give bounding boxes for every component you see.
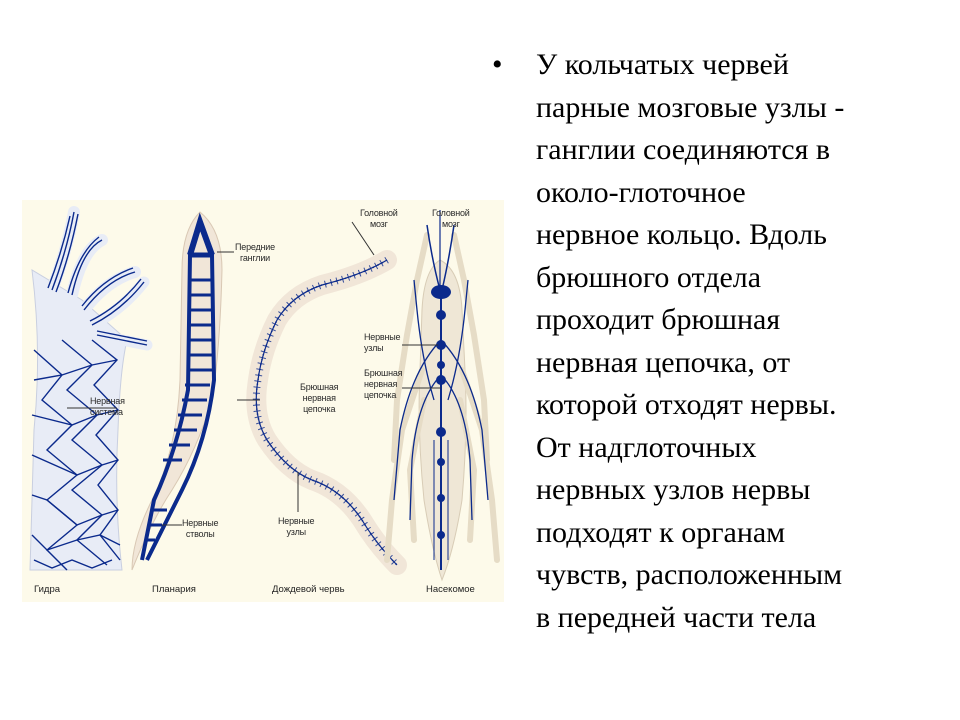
text-line: проходит брюшная bbox=[536, 303, 781, 336]
text-line: чувств, расположенным bbox=[536, 558, 843, 591]
text-line: нервная цепочка, от bbox=[536, 345, 791, 379]
caption-planaria: Планария bbox=[152, 584, 196, 595]
text-line: брюшного отдела bbox=[536, 260, 762, 294]
text-line: От надглоточных bbox=[536, 430, 757, 464]
label-planaria-front-ganglia: Передние ганглии bbox=[235, 242, 275, 263]
label-hydra-nervous-system: Нервная система bbox=[90, 396, 125, 417]
label-insect-nerve-nodes: Нервные узлы bbox=[364, 332, 401, 353]
text-line: У кольчатых червей bbox=[536, 48, 789, 81]
label-worm-nerve-nodes: Нервные узлы bbox=[278, 516, 315, 537]
insect-drawing bbox=[384, 210, 500, 582]
label-worm-brain: Головной мозг bbox=[360, 208, 398, 229]
caption-insect: Насекомое bbox=[426, 584, 475, 595]
caption-hydra: Гидра bbox=[34, 584, 61, 595]
text-line: нервное кольцо. Вдоль bbox=[536, 218, 827, 251]
text-line: подходят к органам bbox=[536, 515, 786, 549]
hydra-drawing bbox=[29, 206, 153, 571]
nervous-systems-figure: Нервная система Передние ганглии Нервные… bbox=[22, 200, 504, 602]
bullet-paragraph: У кольчатых червей парные мозговые узлы … bbox=[536, 44, 956, 639]
earthworm-drawing bbox=[237, 221, 407, 575]
text-line: ганглии соединяются в bbox=[536, 133, 831, 166]
label-insect-brain: Головной мозг bbox=[432, 208, 470, 229]
text-line: парные мозговые узлы - bbox=[536, 90, 845, 124]
caption-earthworm: Дождевой червь bbox=[272, 584, 345, 595]
nervous-systems-illustration bbox=[29, 206, 500, 582]
text-line: в передней части тела bbox=[536, 600, 817, 634]
label-worm-ventral-chain: Брюшная нервная цепочка bbox=[300, 382, 339, 414]
label-planaria-nerve-trunks: Нервные стволы bbox=[182, 518, 219, 539]
label-insect-ventral-chain: Брюшная нервная цепочка bbox=[364, 368, 403, 400]
text-line: которой отходят нервы. bbox=[536, 388, 837, 421]
bullet-marker: • bbox=[492, 48, 503, 81]
text-line: нервных узлов нервы bbox=[536, 473, 811, 506]
text-line: около-глоточное bbox=[536, 175, 746, 209]
planaria-drawing bbox=[131, 211, 234, 571]
